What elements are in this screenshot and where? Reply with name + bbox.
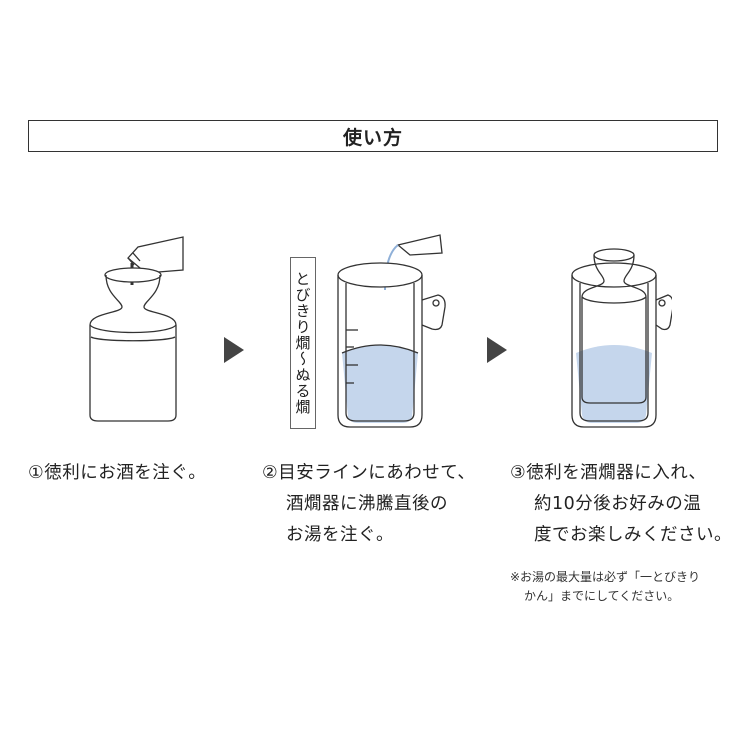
arrow-1-icon xyxy=(224,337,244,363)
caution-note: ※お湯の最大量は必ず「一とびきり かん」までにしてください。 xyxy=(510,568,700,606)
section-title: 使い方 xyxy=(28,120,718,152)
caution-note-line-1: ※お湯の最大量は必ず「一とびきり xyxy=(510,570,701,584)
illustration-step-2 xyxy=(330,225,450,430)
arrow-2-icon xyxy=(487,337,507,363)
illustration-step-3 xyxy=(562,225,672,430)
step-3-text: ③徳利を酒燗器に入れ、 約10分後お好みの温 度でお楽しみください。 xyxy=(510,458,732,551)
step-2-line-2: 酒燗器に沸騰直後の xyxy=(286,494,448,514)
temperature-label: とびきり燗〜ぬる燗 xyxy=(290,257,316,429)
caution-note-line-2: かん」までにしてください。 xyxy=(524,589,680,603)
step-2-line-3: お湯を注ぐ。 xyxy=(286,525,394,545)
step-2-text: ②目安ラインにあわせて、 酒燗器に沸騰直後の お湯を注ぐ。 xyxy=(262,458,475,551)
step-1-text: ①徳利にお酒を注ぐ。 xyxy=(28,458,206,489)
step-3-line-1: ③徳利を酒燗器に入れ、 xyxy=(510,463,707,483)
step-1-line-1: ①徳利にお酒を注ぐ。 xyxy=(28,463,207,483)
step-2-line-1: ②目安ラインにあわせて、 xyxy=(262,463,476,483)
step-3-line-3: 度でお楽しみください。 xyxy=(534,525,732,545)
step-3-line-2: 約10分後お好みの温 xyxy=(534,494,702,514)
illustration-step-1 xyxy=(78,225,188,430)
